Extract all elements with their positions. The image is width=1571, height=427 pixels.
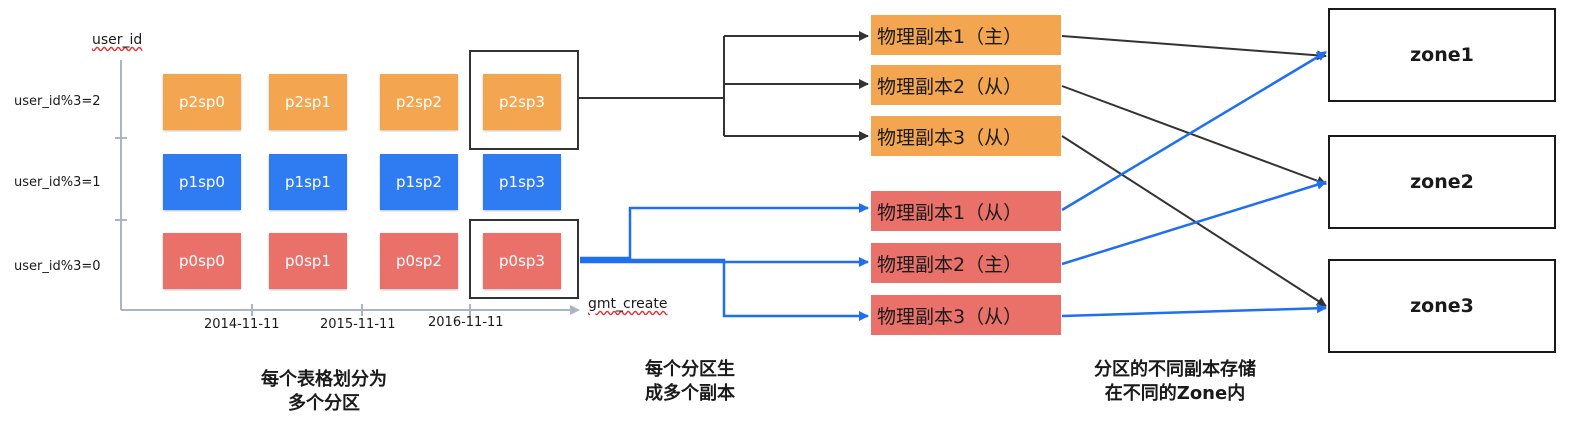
replica-red-1: 物理副本1（从）	[871, 191, 1061, 231]
chart-axes	[115, 60, 580, 316]
partition-p1sp0: p1sp0	[163, 154, 241, 210]
replica-orange-2: 物理副本2（从）	[871, 65, 1061, 105]
partition-p2sp0: p2sp0	[163, 74, 241, 130]
partition-p2sp3: p2sp3	[483, 74, 561, 130]
caption-middle: 每个分区生 成多个副本	[620, 358, 760, 406]
caption-left-line2: 多个分区	[288, 393, 360, 414]
row-label-1: user_id%3=1	[14, 175, 101, 190]
red-replica-zone-links	[1061, 50, 1327, 318]
partition-p2sp2: p2sp2	[380, 74, 458, 130]
orange-replica-zone-links	[1061, 35, 1327, 307]
partition-p1sp1: p1sp1	[269, 154, 347, 210]
partition-p0sp1: p0sp1	[269, 233, 347, 289]
caption-left-line1: 每个表格划分为	[261, 369, 387, 390]
partition-p2sp1: p2sp1	[269, 74, 347, 130]
caption-middle-line1: 每个分区生	[645, 359, 735, 380]
partition-p1sp3: p1sp3	[483, 154, 561, 210]
replica-red-2: 物理副本2（主）	[871, 243, 1061, 283]
caption-middle-line2: 成多个副本	[645, 383, 735, 404]
p0sp3-fanout	[580, 203, 869, 321]
y-axis-label: user_id	[92, 32, 143, 48]
replica-orange-1: 物理副本1（主）	[871, 15, 1061, 55]
date-label-2015: 2015-11-11	[320, 317, 396, 332]
date-label-2016: 2016-11-11	[428, 315, 504, 330]
row-label-0: user_id%3=0	[14, 259, 101, 274]
replica-red-3: 物理副本3（从）	[871, 295, 1061, 335]
highlight-p0sp3	[469, 219, 579, 299]
partition-p0sp0: p0sp0	[163, 233, 241, 289]
zone-1: zone1	[1328, 8, 1556, 102]
caption-right-line2: 在不同的Zone内	[1104, 383, 1246, 404]
partition-p1sp2: p1sp2	[380, 154, 458, 210]
p2sp3-fanout	[578, 31, 869, 141]
row-label-2: user_id%3=2	[14, 94, 101, 109]
zone-3: zone3	[1328, 259, 1556, 353]
partition-p0sp2: p0sp2	[380, 233, 458, 289]
partition-p0sp3: p0sp3	[483, 233, 561, 289]
zone-2: zone2	[1328, 135, 1556, 229]
replica-orange-3: 物理副本3（从）	[871, 116, 1061, 156]
caption-right: 分区的不同副本存储 在不同的Zone内	[1065, 358, 1285, 406]
date-label-2014: 2014-11-11	[204, 317, 280, 332]
x-axis-label: gmt_create	[588, 296, 668, 312]
highlight-p2sp3	[469, 50, 579, 150]
caption-left: 每个表格划分为 多个分区	[224, 368, 424, 416]
caption-right-line1: 分区的不同副本存储	[1094, 359, 1256, 380]
